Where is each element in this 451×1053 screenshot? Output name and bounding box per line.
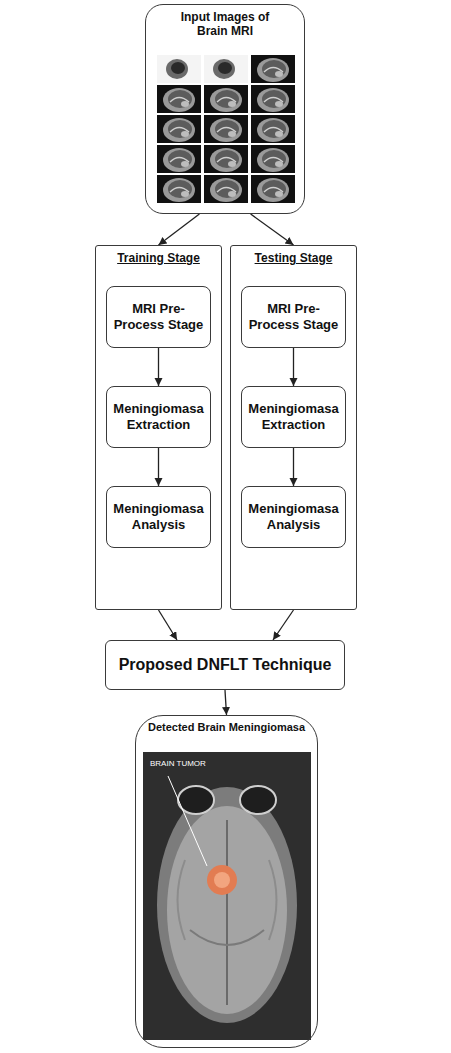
stage-panel: Training StageMRI Pre-Process StageMenin… — [95, 245, 222, 610]
flow-arrow — [273, 610, 294, 640]
box-label: Meningiomasa Analysis — [107, 497, 210, 536]
flow-arrow — [158, 448, 159, 486]
flow-arrow — [225, 690, 227, 715]
stage-panel: Testing StageMRI Pre-Process StageMening… — [230, 245, 357, 610]
flow-arrow — [293, 348, 294, 386]
flow-arrow — [159, 214, 200, 245]
process-box: MRI Pre-Process Stage — [241, 286, 346, 348]
box-label: Proposed DNFLT Technique — [113, 651, 338, 678]
technique-box: Proposed DNFLT Technique — [105, 640, 345, 690]
flow-arrow — [293, 448, 294, 486]
box-label: Detected Brain Meningiomasa — [136, 716, 317, 734]
process-box: Meningiomasa Extraction — [241, 386, 346, 448]
box-label: Meningiomasa Extraction — [107, 397, 210, 436]
stage-title: Training Stage — [97, 246, 220, 265]
box-label: Meningiomasa Extraction — [242, 397, 345, 436]
mri-thumbnails — [157, 55, 295, 203]
process-box: Meningiomasa Analysis — [241, 486, 346, 548]
process-box: Meningiomasa Extraction — [106, 386, 211, 448]
box-label: MRI Pre-Process Stage — [107, 297, 210, 336]
flow-arrow — [251, 214, 294, 245]
brain-mri-image — [143, 752, 311, 1040]
flow-arrow — [158, 348, 159, 386]
input-box: Input Images of Brain MRI — [145, 4, 305, 214]
stage-title: Testing Stage — [232, 246, 355, 265]
box-label: MRI Pre-Process Stage — [242, 297, 345, 336]
process-box: MRI Pre-Process Stage — [106, 286, 211, 348]
callout-label: BRAIN TUMOR — [150, 760, 206, 769]
leader-line — [168, 776, 207, 866]
box-label: Meningiomasa Analysis — [242, 497, 345, 536]
flow-arrow — [159, 610, 178, 640]
process-box: Meningiomasa Analysis — [106, 486, 211, 548]
box-label: Input Images of Brain MRI — [165, 5, 285, 39]
